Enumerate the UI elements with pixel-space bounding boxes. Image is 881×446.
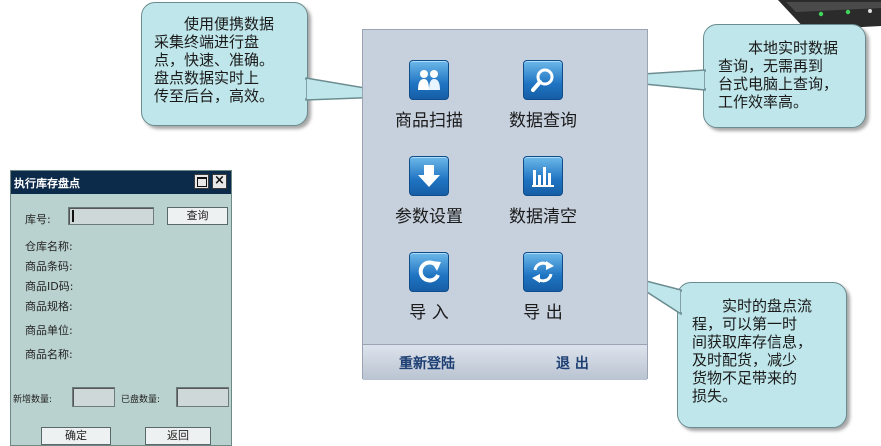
warehouse-name-label: 仓库名称: (25, 240, 73, 253)
spec-label: 商品规格: (25, 300, 73, 313)
back-button[interactable]: 返回 (145, 427, 211, 445)
menu-label: 数据清空 (509, 207, 577, 227)
close-button[interactable]: × (212, 174, 227, 189)
new-count-label: 新增数量: (13, 395, 53, 405)
dialog-titlebar: 执行库存盘点 × (11, 171, 231, 194)
relogin-button[interactable]: 重新登陆 (399, 356, 455, 372)
menu-label: 导 出 (523, 303, 563, 323)
menu-item-settings[interactable]: 参数设置 (379, 156, 479, 227)
magnifier-icon (523, 60, 563, 100)
callout-line: 程，可以第一时 (692, 315, 798, 333)
menu-label: 商品扫描 (395, 111, 463, 131)
callout-line: 实时的盘点流 (722, 297, 813, 315)
sync-icon (523, 252, 563, 292)
down-arrow-icon (409, 156, 449, 196)
menu-label: 数据查询 (509, 111, 577, 131)
callout-line: 点，快速、准确。 (154, 51, 275, 69)
people-icon (409, 60, 449, 100)
callout-query: 本地实时数据 查询，无需再到 台式电脑上查询， 工作效率高。 (703, 24, 866, 128)
refresh-arrow-icon (409, 252, 449, 292)
callout-line: 盘点数据实时上 (154, 69, 260, 87)
menu-label: 导 入 (409, 303, 449, 323)
menu-item-export[interactable]: 导 出 (493, 252, 593, 323)
menu-item-scan[interactable]: 商品扫描 (379, 60, 479, 131)
menu-item-import[interactable]: 导 入 (379, 252, 479, 323)
callout-line: 查询，无需再到 (718, 57, 824, 75)
bar-chart-icon (523, 156, 563, 196)
menu-item-query[interactable]: 数据查询 (493, 60, 593, 131)
product-name-label: 商品名称: (25, 348, 73, 361)
query-button[interactable]: 查询 (167, 207, 228, 225)
barcode-label: 商品条码: (25, 260, 73, 273)
counted-input[interactable] (176, 387, 229, 407)
exit-button[interactable]: 退 出 (556, 356, 589, 372)
callout-line: 本地实时数据 (748, 39, 839, 57)
warehouse-label: 库号: (25, 213, 51, 226)
menu-item-clear[interactable]: 数据清空 (493, 156, 593, 227)
maximize-button[interactable] (194, 174, 209, 189)
counted-label: 已盘数量: (121, 395, 161, 405)
menu-bottom-bar: 重新登陆 退 出 (363, 344, 647, 380)
ok-button[interactable]: 确定 (41, 427, 111, 445)
callout-line: 工作效率高。 (718, 93, 809, 111)
product-id-label: 商品ID码: (25, 280, 74, 293)
dialog-title: 执行库存盘点 (14, 176, 80, 190)
warehouse-input[interactable] (68, 207, 154, 225)
unit-label: 商品单位: (25, 324, 73, 337)
inventory-dialog: 执行库存盘点 × 库号: 查询 仓库名称: 商品条码: 商品ID码: 商品规格:… (10, 170, 232, 446)
callout-line: 台式电脑上查询， (718, 75, 839, 93)
callout-process: 实时的盘点流 程，可以第一时 间获取库存信息， 及时配货，减少 货物不足带来的 … (677, 282, 847, 428)
callout-line: 损失。 (692, 387, 738, 405)
callout-line: 采集终端进行盘 (154, 33, 260, 51)
callout-line: 货物不足带来的 (692, 369, 798, 387)
callout-line: 及时配货，减少 (692, 351, 798, 369)
new-count-input[interactable] (72, 387, 115, 407)
callout-scan: 使用便携数据 采集终端进行盘 点，快速、准确。 盘点数据实时上 传至后台，高效。 (141, 2, 308, 126)
menu-label: 参数设置 (395, 207, 463, 227)
callout-line: 间获取库存信息， (692, 333, 813, 351)
text-cursor (72, 210, 74, 222)
callout-line: 使用便携数据 (184, 15, 275, 33)
callout-line: 传至后台，高效。 (154, 87, 275, 105)
menu-panel: 商品扫描 数据查询 参数设置 (362, 29, 648, 380)
device-photo (778, 0, 881, 30)
